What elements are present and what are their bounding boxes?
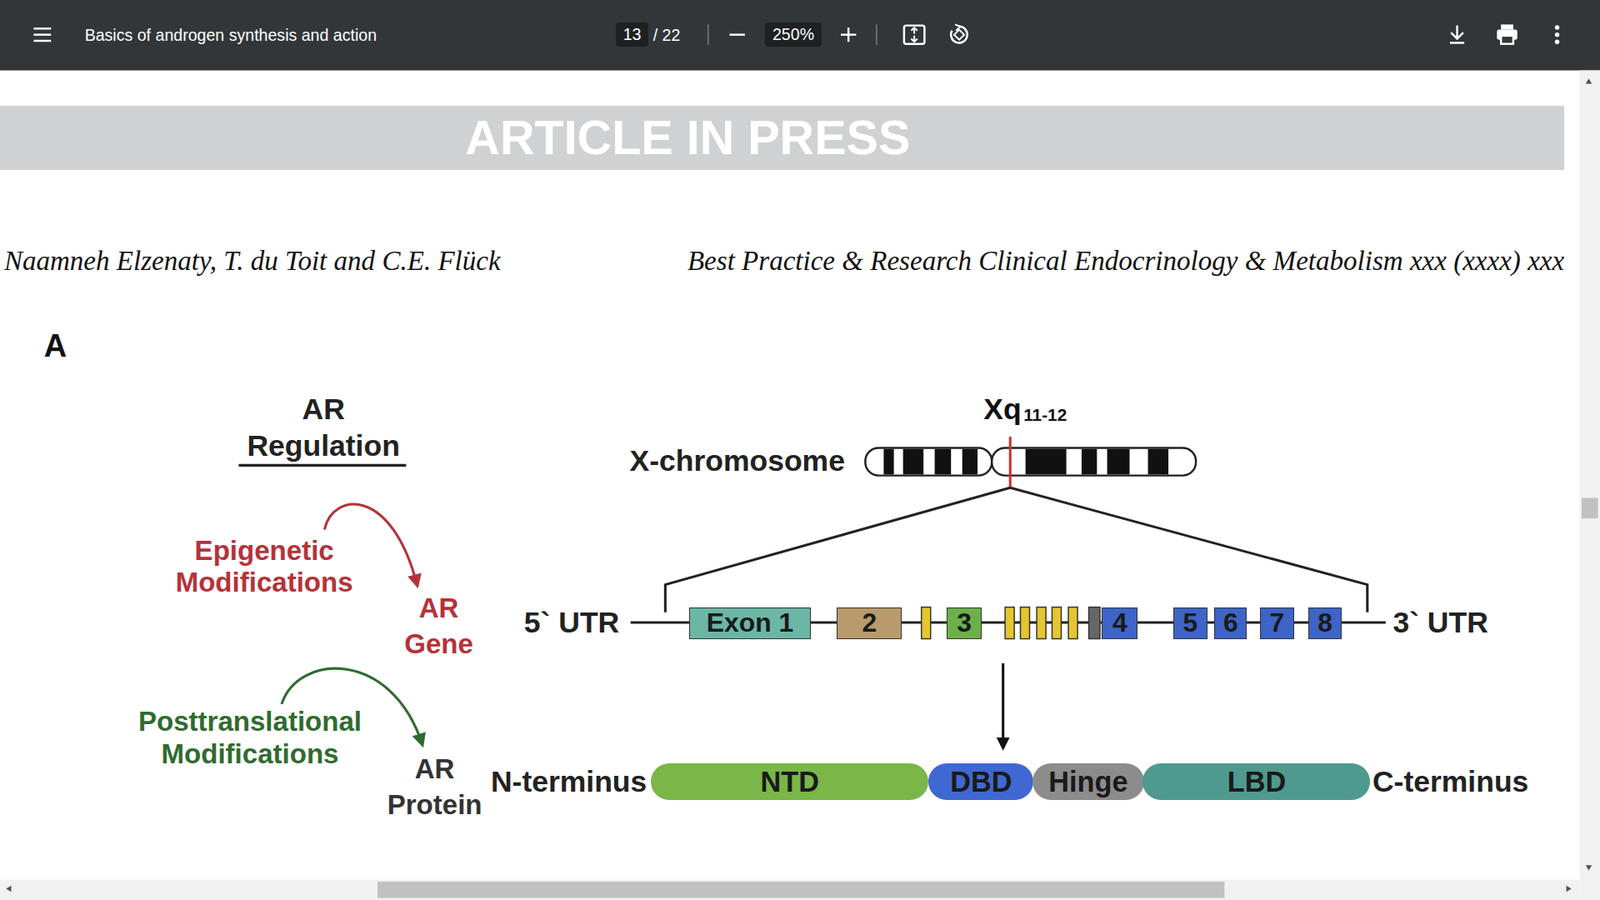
exon-box: 4 [1101,607,1138,640]
banner-band: ARTICLE IN PRESS [0,105,1565,170]
label-text: AR Regulation [231,390,415,465]
zoom-box: 250% [765,22,821,47]
label-text: AR Protein [373,751,496,824]
domain-box: NTD [650,763,929,800]
domain-box: Hinge [1032,763,1145,800]
locus-subscript: 11-12 [1023,405,1067,425]
separator [707,24,710,45]
scroll-thumb [377,881,1225,899]
scroll-arrow [5,885,1571,892]
label-text: Naamneh Elzenaty, T. du Toit and C.E. Fl… [4,245,501,276]
node-text: 250% [772,26,815,44]
label-text: Best Practice & Research Clinical Endocr… [687,245,1565,276]
exon-box: 7 [1260,607,1294,640]
node-text: Hinge [1048,767,1128,796]
locus-label: Xq [983,392,1021,427]
label-text: Epigenetic Modifications [162,535,367,599]
toolbar-icons [33,24,1465,44]
domain-box: DBD [928,763,1034,800]
node-text: 3 [956,610,972,637]
scroll-thumb [1581,498,1599,519]
running-head: Naamneh Elzenaty, T. du Toit and C.E. Fl… [4,245,501,277]
node-text: 13 [623,26,642,44]
exon-box: Exon 1 [689,607,812,640]
scroll-arrow [1585,78,1592,870]
label-text: Posttranslational Modifications [127,705,373,770]
separator [875,24,878,45]
node-text: ARTICLE IN PRESS [465,114,910,163]
panel-letter: A [44,328,67,365]
node-text: 4 [1112,610,1128,637]
section-heading: AR Regulation [231,390,415,465]
toolbar [0,0,1600,70]
target-label: AR Protein [373,751,496,824]
label-text: 11-12 [1023,405,1067,425]
label-text: Xq [983,392,1021,426]
regulation-label: Epigenetic Modifications [162,535,367,599]
label-text: X-chromosome [630,444,845,478]
down-arrow [1001,663,1005,749]
exon-box: 3 [946,607,982,640]
document-title: Basics of androgen synthesis and action [85,25,377,45]
node-text: DBD [950,767,1012,796]
exon-box: 6 [1214,607,1247,640]
label-text: 5` UTR [524,605,620,640]
minor-exon [921,607,1100,640]
running-head: Best Practice & Research Clinical Endocr… [687,245,1565,277]
regulation-label: Posttranslational Modifications [127,705,373,770]
toolbar-solid-icons [1496,24,1560,45]
zoom-bracket [665,487,1367,612]
exon-box: 5 [1173,607,1207,640]
domain-box: LBD [1142,763,1370,800]
label-text: 3` UTR [1392,605,1488,640]
terminus-label: C-terminus [1372,765,1529,800]
scrollbar [1580,70,1600,900]
utr-label: 5` UTR [524,605,620,640]
node-text: 6 [1223,610,1239,637]
node-text: 5 [1183,610,1199,637]
target-label: AR Gene [392,590,485,663]
exon-box: 8 [1308,607,1342,640]
node-text: Exon 1 [706,610,794,637]
node-text: NTD [760,767,820,796]
node-text: 2 [861,610,877,637]
label-text: / 22 [653,25,681,44]
page-count: / 22 [653,25,681,45]
node-text: 7 [1270,610,1285,637]
exon-box: 2 [836,607,902,640]
node-text: LBD [1227,767,1286,796]
chromosome-label: X-chromosome [630,444,845,479]
label-text: AR Gene [392,590,485,663]
label-text: A [44,328,67,364]
terminus-label: N-terminus [490,765,647,800]
label-text: C-terminus [1372,765,1529,799]
utr-label: 3` UTR [1392,605,1488,640]
page-number-box: 13 [615,22,648,47]
underline [239,464,407,467]
scrollbar [0,880,1580,900]
label-text: N-terminus [490,765,647,799]
chromosome [865,436,1196,488]
label-text: Basics of androgen synthesis and action [85,25,377,44]
node-text: 8 [1317,610,1333,637]
